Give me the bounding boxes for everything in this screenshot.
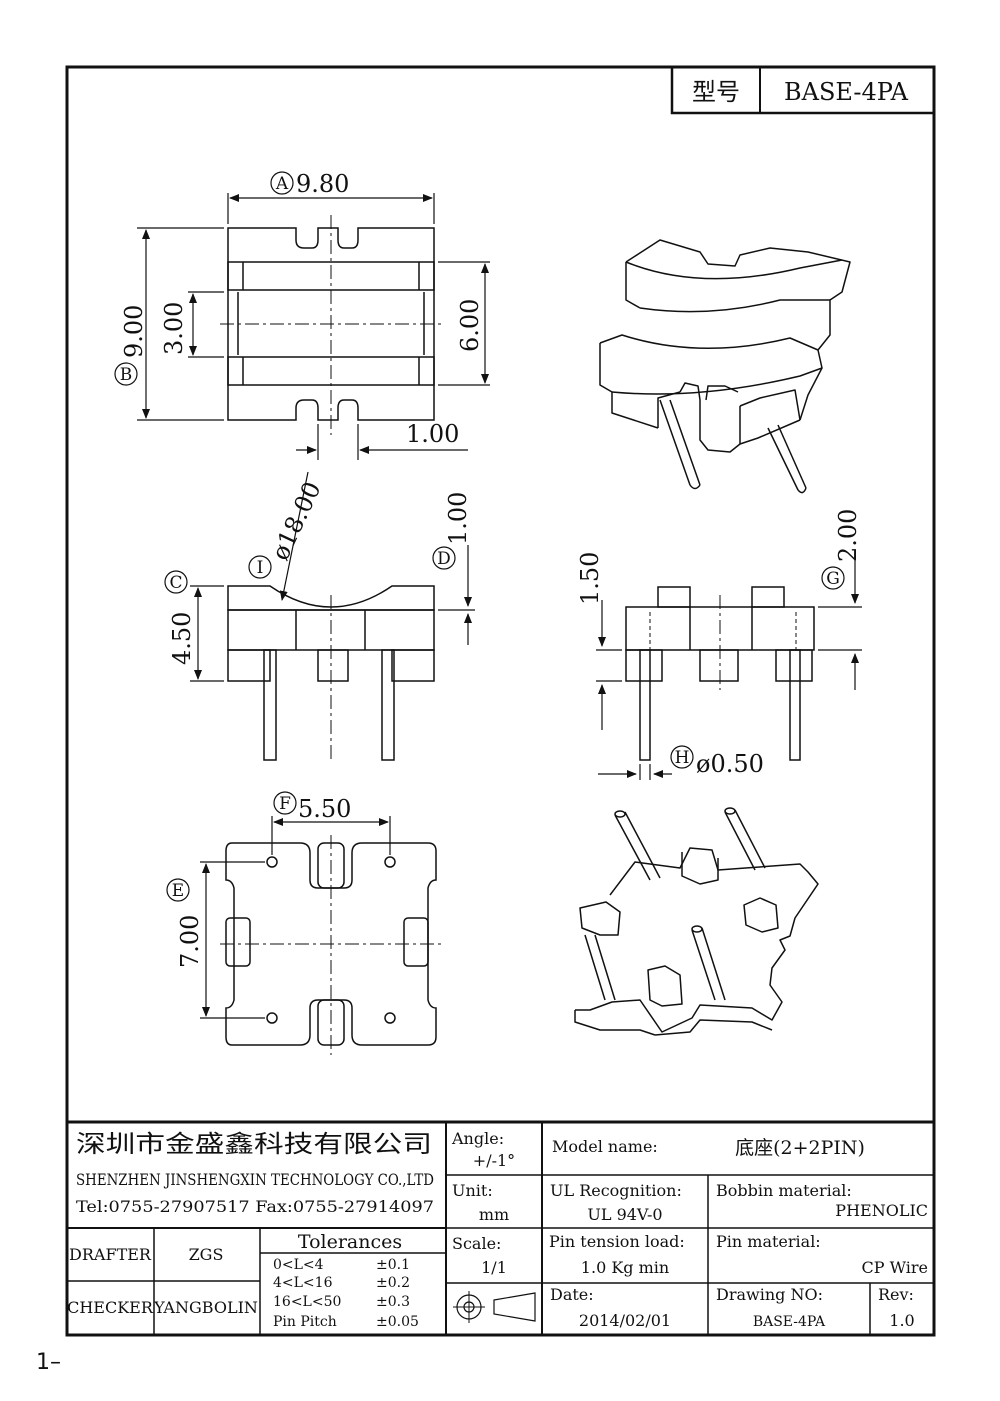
dim-I: I ø18.00 bbox=[248, 477, 327, 579]
isometric-bottom-view bbox=[574, 807, 819, 1036]
tolerance-range: 4<L<16 bbox=[273, 1275, 333, 1291]
dim-E-tag: E bbox=[172, 881, 184, 901]
tolerance-table: 0<L<4 ±0.1 4<L<16 ±0.2 16<L<50 ±0.3 Pin … bbox=[273, 1257, 419, 1330]
dim-E-value: 7.00 bbox=[176, 915, 204, 968]
tolerance-value: ±0.3 bbox=[376, 1294, 410, 1310]
dim-F-value: 5.50 bbox=[298, 795, 351, 823]
dim-B-tag: B bbox=[120, 365, 133, 385]
tolerance-range: 0<L<4 bbox=[273, 1257, 324, 1273]
model-header-value: BASE-4PA bbox=[784, 78, 909, 106]
dim-slot-width: 1.00 bbox=[406, 420, 459, 448]
dim-G-tag: G bbox=[826, 569, 840, 589]
title-block bbox=[67, 1120, 934, 1335]
dim-H: H ø0.50 bbox=[670, 745, 764, 778]
dim-B: B 9.00 bbox=[114, 305, 148, 386]
bottom-view bbox=[220, 835, 442, 1055]
model-header-label: 型号 bbox=[692, 78, 740, 106]
pin-tension-value: 1.0 Kg min bbox=[581, 1258, 669, 1277]
model-name-value: 底座(2+2PIN) bbox=[735, 1137, 865, 1159]
tolerances-label: Tolerances bbox=[298, 1231, 402, 1253]
dim-A-tag: A bbox=[275, 174, 289, 194]
dim-right-height: 6.00 bbox=[456, 299, 484, 352]
dim-C-value: 4.50 bbox=[168, 612, 196, 665]
isometric-top-view bbox=[599, 239, 851, 494]
dim-D: D 1.00 bbox=[432, 492, 472, 570]
dim-G: G 2.00 bbox=[821, 509, 862, 590]
date-value: 2014/02/01 bbox=[579, 1311, 671, 1330]
rev-label: Rev: bbox=[878, 1285, 914, 1304]
tolerance-value: ±0.05 bbox=[376, 1314, 419, 1330]
ul-value: UL 94V-0 bbox=[587, 1205, 662, 1224]
drafter-label: DRAFTER bbox=[69, 1245, 152, 1264]
tolerance-value: ±0.1 bbox=[376, 1257, 410, 1273]
page-number: 1– bbox=[36, 1350, 61, 1375]
top-view bbox=[220, 215, 442, 435]
dim-D-tag: D bbox=[437, 549, 451, 569]
projection-symbol-cone bbox=[493, 1292, 536, 1322]
dim-A: A 9.80 bbox=[270, 170, 349, 198]
bobbin-value: PHENOLIC bbox=[835, 1201, 928, 1220]
company-name-en: SHENZHEN JINSHENGXIN TECHNOLOGY CO.,LTD bbox=[76, 1170, 434, 1189]
dim-side-height: 1.50 bbox=[576, 552, 604, 605]
dim-D-value: 1.00 bbox=[444, 492, 472, 545]
rev-value: 1.0 bbox=[889, 1311, 914, 1330]
company-name-cn: 深圳市金盛鑫科技有限公司 bbox=[76, 1130, 432, 1158]
page-number-value: 1 bbox=[36, 1350, 50, 1375]
dim-C: C 4.50 bbox=[164, 570, 196, 665]
pin-material-label: Pin material: bbox=[716, 1232, 821, 1251]
angle-label: Angle: bbox=[451, 1129, 504, 1148]
top-view-dims bbox=[137, 193, 490, 460]
pin-material-value: CP Wire bbox=[862, 1258, 929, 1277]
company-contact: Tel:0755-27907517 Fax:0755-27914097 bbox=[76, 1197, 434, 1216]
model-header: 型号 BASE-4PA bbox=[670, 65, 936, 115]
tolerance-range: Pin Pitch bbox=[273, 1314, 337, 1330]
bobbin-label: Bobbin material: bbox=[716, 1181, 852, 1200]
dim-I-tag: I bbox=[257, 558, 264, 578]
dim-H-tag: H bbox=[675, 748, 690, 768]
dim-C-tag: C bbox=[169, 573, 182, 593]
angle-value: +/-1° bbox=[473, 1151, 515, 1170]
dim-G-value: 2.00 bbox=[834, 509, 862, 562]
side-view-dims bbox=[596, 560, 862, 780]
front-view bbox=[227, 585, 435, 761]
side-view bbox=[625, 586, 815, 761]
dim-inner-height: 3.00 bbox=[160, 302, 188, 355]
front-view-dims bbox=[190, 471, 475, 682]
checker-label: CHECKER bbox=[67, 1298, 154, 1317]
dim-I-value: ø18.00 bbox=[266, 477, 327, 564]
dim-F: F 5.50 bbox=[273, 791, 351, 823]
dim-F-tag: F bbox=[279, 794, 291, 814]
scale-label: Scale: bbox=[452, 1234, 501, 1253]
model-name-label: Model name: bbox=[552, 1137, 658, 1156]
checker-value: YANGBOLIN bbox=[153, 1298, 258, 1317]
ul-label: UL Recognition: bbox=[550, 1181, 682, 1200]
tolerance-range: 16<L<50 bbox=[273, 1294, 341, 1310]
scale-value: 1/1 bbox=[481, 1258, 507, 1277]
dim-A-value: 9.80 bbox=[296, 170, 349, 198]
dim-E: E 7.00 bbox=[166, 878, 204, 968]
page-number-dash: – bbox=[50, 1350, 61, 1375]
pin-tension-label: Pin tension load: bbox=[549, 1232, 685, 1251]
drawing-no-value: BASE-4PA bbox=[753, 1314, 826, 1330]
tolerance-value: ±0.2 bbox=[376, 1275, 410, 1291]
bottom-view-dims bbox=[200, 816, 391, 1019]
dim-H-value: ø0.50 bbox=[696, 750, 764, 778]
unit-label: Unit: bbox=[452, 1181, 493, 1200]
unit-value: mm bbox=[479, 1205, 509, 1224]
date-label: Date: bbox=[550, 1285, 594, 1304]
drawing-border bbox=[65, 65, 936, 1337]
drafter-value: ZGS bbox=[189, 1245, 224, 1264]
drawing-no-label: Drawing NO: bbox=[716, 1285, 823, 1304]
dim-B-value: 9.00 bbox=[120, 305, 148, 358]
